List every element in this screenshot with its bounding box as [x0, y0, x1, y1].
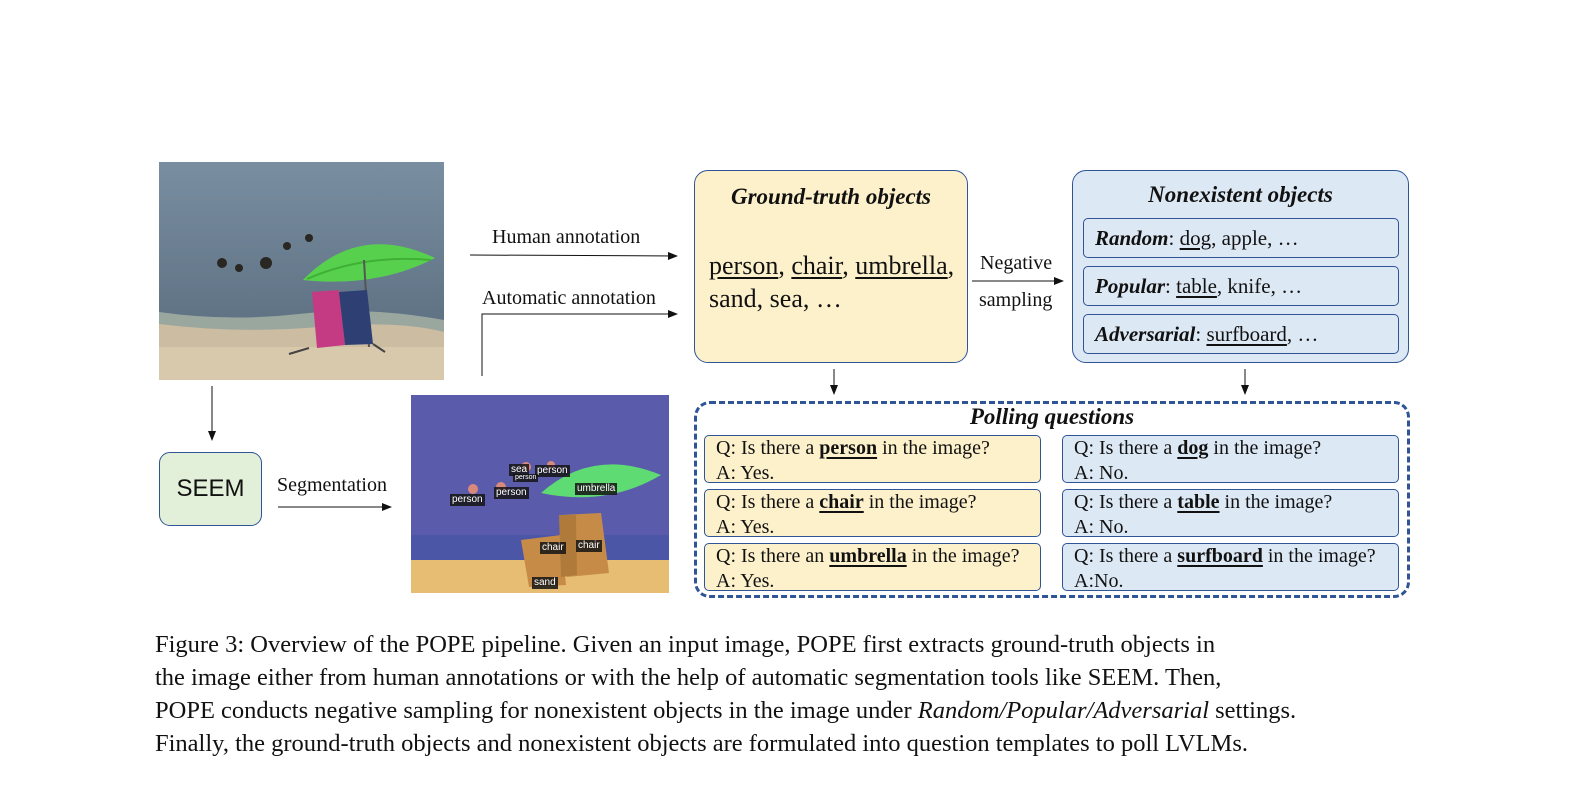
seem-label: SEEM: [176, 475, 245, 502]
question-suffix: in the image?: [1208, 437, 1322, 459]
question-prefix: Q: Is there a: [1074, 437, 1178, 459]
question-prefix: Q: Is there a: [1074, 491, 1178, 513]
question-yes: Q: Is there a chair in the image? A: Yes…: [704, 489, 1041, 538]
answer: A: No.: [1074, 462, 1129, 484]
setting-rest: , …: [1286, 322, 1319, 346]
answer: A:No.: [1074, 570, 1124, 592]
caption-text: settings.: [1209, 697, 1297, 724]
caption-line: Finally, the ground-truth objects and no…: [155, 730, 1249, 757]
question-object: dog: [1177, 437, 1209, 459]
setting-rest: , apple, …: [1211, 226, 1299, 250]
seem-box: SEEM: [159, 452, 262, 526]
seg-label-person: person: [494, 487, 529, 499]
setting-object: dog: [1179, 226, 1212, 250]
question-suffix: in the image?: [877, 437, 990, 459]
human-annotation-arrow: [469, 251, 678, 260]
question-no: Q: Is there a surfboard in the image? A:…: [1062, 543, 1399, 592]
seg-label-person: person: [535, 465, 570, 477]
setting-object: table: [1176, 274, 1217, 298]
answer: A: Yes.: [716, 462, 775, 484]
question-no: Q: Is there a dog in the image? A: No.: [1062, 435, 1399, 484]
question-object: table: [1177, 491, 1220, 513]
seg-label-person: person: [513, 474, 539, 482]
question-object: umbrella: [829, 545, 907, 567]
question-prefix: Q: Is there a: [1074, 545, 1178, 567]
question-prefix: Q: Is there a: [716, 437, 820, 459]
question-no: Q: Is there a table in the image? A: No.: [1062, 489, 1399, 538]
caption-line: POPE conducts negative sampling for none…: [155, 694, 1420, 727]
answer: A: Yes.: [716, 570, 775, 592]
question-yes: Q: Is there an umbrella in the image? A:…: [704, 543, 1041, 592]
setting-popular: Popular: table, knife, …: [1083, 266, 1399, 306]
setting-random: Random: dog, apple, …: [1083, 218, 1399, 258]
question-prefix: Q: Is there a: [716, 491, 820, 513]
figure-caption: Figure 3: Overview of the POPE pipeline.…: [155, 628, 1420, 760]
caption-line: Figure 3: Overview of the POPE pipeline.…: [155, 631, 1216, 658]
setting-name: Popular: [1095, 274, 1166, 298]
setting-object: surfboard: [1206, 322, 1287, 346]
question-suffix: in the image?: [1219, 491, 1333, 513]
caption-text: POPE conducts negative sampling for none…: [155, 697, 918, 724]
answer: A: Yes.: [716, 516, 775, 538]
question-object: chair: [819, 491, 864, 513]
caption-italic: Random/Popular/Adversarial: [917, 697, 1210, 724]
ground-truth-title: Ground-truth objects: [730, 184, 931, 209]
ground-truth-box: Ground-truth objects person, chair, umbr…: [694, 170, 968, 363]
seg-label-sand: sand: [532, 577, 558, 589]
seg-label-person: person: [450, 494, 485, 506]
gt-object: chair: [791, 251, 843, 280]
question-suffix: in the image?: [1262, 545, 1376, 567]
seg-label-umbrella: umbrella: [575, 483, 618, 495]
negative-sampling-label-1: Negative: [980, 252, 1053, 274]
setting-name: Random: [1095, 226, 1169, 250]
negative-sampling-label-2: sampling: [979, 289, 1053, 311]
setting-name: Adversarial: [1095, 322, 1196, 346]
ground-truth-objects: person, chair, umbrella, sand, sea, …: [709, 251, 955, 313]
automatic-annotation-arrow: [481, 310, 678, 376]
input-photo: [159, 162, 444, 380]
setting-rest: , knife, …: [1216, 274, 1303, 298]
seg-label-chair: chair: [576, 540, 602, 552]
caption-line: the image either from human annotations …: [155, 664, 1222, 691]
gt-object: umbrella: [855, 251, 948, 280]
question-suffix: in the image?: [863, 491, 977, 513]
question-yes: Q: Is there a person in the image? A: Ye…: [704, 435, 1041, 484]
setting-adversarial: Adversarial: surfboard, …: [1083, 314, 1399, 354]
gt-object: person: [709, 251, 779, 280]
nonexistent-title: Nonexistent objects: [1148, 182, 1333, 207]
gt-object-line2: sand, sea, …: [709, 284, 842, 313]
seg-label-chair: chair: [540, 542, 566, 554]
human-annotation-label: Human annotation: [492, 226, 641, 248]
polling-questions-box: Polling questions: [694, 401, 1410, 598]
seg-label-sea: sea: [509, 464, 530, 476]
automatic-annotation-label: Automatic annotation: [482, 287, 656, 309]
segmentation-label: Segmentation: [277, 474, 387, 496]
answer: A: No.: [1074, 516, 1129, 538]
question-prefix: Q: Is there an: [716, 545, 830, 567]
segmentation-image: sea person person person person umbrella…: [411, 395, 669, 593]
polling-title: Polling questions: [969, 404, 1135, 429]
nonexistent-box: Nonexistent objects Random: dog, apple, …: [1072, 170, 1409, 363]
question-object: surfboard: [1177, 545, 1263, 567]
question-suffix: in the image?: [906, 545, 1020, 567]
question-object: person: [819, 437, 878, 459]
